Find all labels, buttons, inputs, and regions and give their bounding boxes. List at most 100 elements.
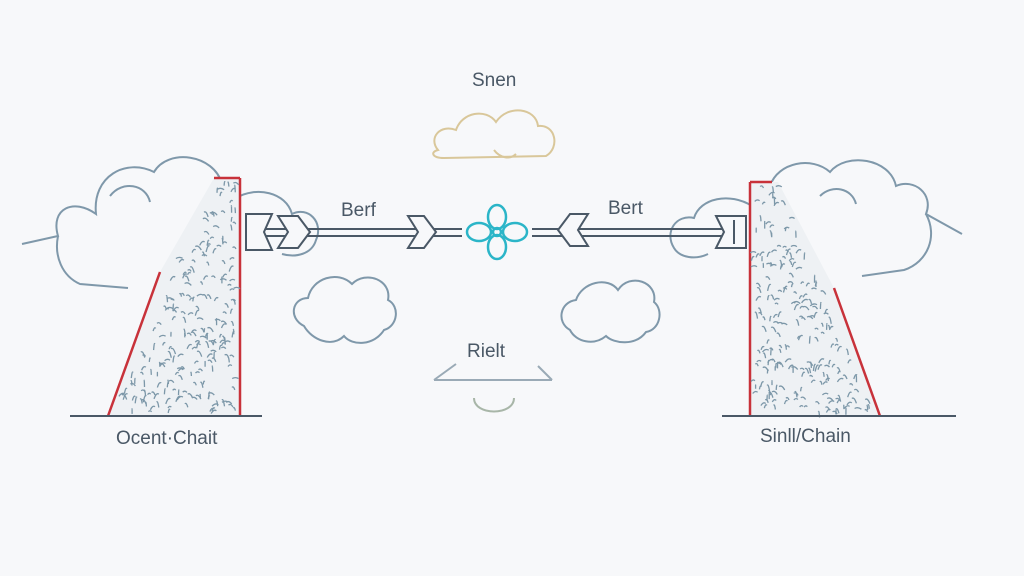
speckle-mark bbox=[835, 337, 839, 342]
speckle-mark bbox=[206, 243, 211, 247]
speckle-mark bbox=[220, 320, 228, 325]
speckle-mark bbox=[761, 348, 770, 353]
speckle-mark bbox=[826, 374, 830, 382]
speckle-mark bbox=[152, 327, 157, 332]
speckle-mark bbox=[837, 394, 841, 401]
speckle-mark bbox=[766, 283, 772, 292]
right-base-label: Sinll/Chain bbox=[760, 426, 851, 447]
speckle-mark bbox=[819, 301, 822, 310]
speckle-mark bbox=[214, 318, 221, 322]
speckle-mark bbox=[151, 391, 156, 396]
speckle-mark bbox=[178, 374, 183, 381]
speckle-mark bbox=[778, 348, 782, 353]
speckle-mark bbox=[191, 248, 197, 253]
speckle-mark bbox=[210, 349, 217, 353]
speckle-mark bbox=[814, 336, 819, 342]
speckle-mark bbox=[772, 313, 778, 319]
speckle-mark bbox=[207, 395, 211, 400]
speckle-mark bbox=[795, 266, 803, 270]
speckle-mark bbox=[799, 404, 804, 408]
speckle-mark bbox=[171, 316, 177, 321]
speckle-mark bbox=[196, 343, 201, 346]
speckle-mark bbox=[198, 368, 203, 372]
speckle-mark bbox=[799, 386, 803, 392]
speckle-mark bbox=[213, 296, 219, 302]
speckle-mark bbox=[783, 399, 788, 405]
speckle-mark bbox=[165, 294, 169, 303]
speckle-mark bbox=[790, 244, 798, 248]
right-link-label: Bert bbox=[608, 198, 643, 219]
speckle-mark bbox=[210, 409, 217, 414]
speckle-mark bbox=[805, 282, 811, 287]
speckle-mark bbox=[230, 298, 236, 302]
speckle-mark bbox=[186, 332, 192, 336]
speckle-mark bbox=[832, 410, 838, 415]
speckle-mark bbox=[828, 359, 832, 365]
speckle-mark bbox=[801, 298, 809, 304]
speckle-mark bbox=[227, 356, 230, 363]
speckle-mark bbox=[170, 347, 177, 355]
speckle-mark bbox=[788, 272, 794, 278]
speckle-mark bbox=[176, 367, 184, 371]
speckle-mark bbox=[801, 371, 806, 377]
speckle-mark bbox=[830, 343, 835, 348]
speckle-mark bbox=[821, 392, 829, 396]
speckle-mark bbox=[193, 360, 199, 364]
speckle-mark bbox=[203, 211, 209, 218]
speckle-mark bbox=[175, 256, 183, 260]
speckle-mark bbox=[763, 404, 768, 409]
speckle-mark bbox=[765, 221, 772, 225]
speckle-mark bbox=[824, 308, 829, 314]
speckle-mark bbox=[787, 281, 794, 284]
speckle-mark bbox=[183, 328, 186, 337]
speckle-mark bbox=[169, 275, 176, 281]
speckle-mark bbox=[196, 317, 204, 321]
speckle-mark bbox=[230, 320, 235, 327]
speckle-mark bbox=[203, 230, 210, 235]
speckle-mark bbox=[205, 341, 210, 349]
speckle-mark bbox=[184, 282, 192, 286]
speckle-mark bbox=[819, 380, 823, 385]
speckle-mark bbox=[823, 312, 829, 315]
speckle-mark bbox=[809, 303, 818, 307]
speckle-mark bbox=[829, 325, 834, 329]
speckle-mark bbox=[760, 381, 765, 388]
speckle-mark bbox=[134, 396, 138, 404]
speckle-mark bbox=[815, 400, 820, 405]
speckle-mark bbox=[755, 253, 760, 258]
speckle-mark bbox=[770, 348, 773, 356]
speckle-mark bbox=[793, 397, 799, 401]
speckle-mark bbox=[769, 230, 773, 237]
speckle-mark bbox=[232, 299, 236, 305]
top-label: Snen bbox=[472, 70, 517, 91]
speckle-mark bbox=[788, 216, 795, 220]
speckle-mark bbox=[770, 326, 777, 333]
speckle-mark bbox=[750, 265, 758, 268]
speckle-mark bbox=[201, 251, 206, 257]
speckle-mark bbox=[219, 191, 223, 197]
speckle-mark bbox=[800, 396, 807, 400]
speckle-mark bbox=[812, 305, 819, 310]
speckle-mark bbox=[771, 390, 778, 395]
speckle-mark bbox=[777, 311, 782, 318]
speckle-mark bbox=[139, 371, 144, 375]
speckle-mark bbox=[791, 261, 797, 268]
speckle-mark bbox=[206, 261, 210, 266]
speckle-mark bbox=[172, 388, 177, 391]
speckle-mark bbox=[767, 389, 772, 396]
speckle-mark bbox=[210, 339, 217, 344]
speckle-mark bbox=[836, 345, 842, 352]
speckle-mark bbox=[757, 307, 762, 314]
speckle-mark bbox=[162, 341, 166, 346]
speckle-mark bbox=[750, 379, 756, 382]
speckle-mark bbox=[759, 251, 765, 257]
speckle-mark bbox=[769, 347, 774, 351]
speckle-mark bbox=[221, 398, 226, 407]
speckle-mark bbox=[182, 390, 188, 393]
speckle-mark bbox=[184, 402, 189, 408]
speckle-mark bbox=[163, 305, 167, 310]
speckle-mark bbox=[200, 327, 205, 333]
speckle-mark bbox=[825, 406, 831, 411]
speckle-mark bbox=[196, 350, 203, 357]
speckle-mark bbox=[185, 294, 192, 298]
